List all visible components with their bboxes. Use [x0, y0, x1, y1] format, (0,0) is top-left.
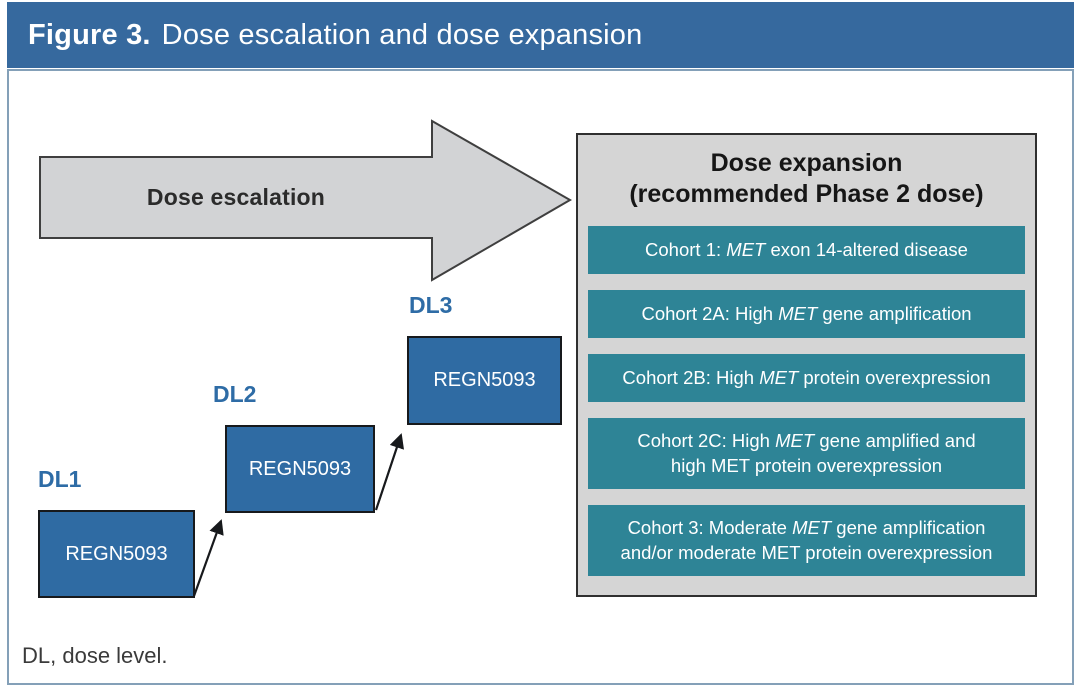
figure-title-bar: Figure 3. Dose escalation and dose expan… — [7, 2, 1074, 68]
dose-expansion-title: Dose expansion (recommended Phase 2 dose… — [588, 148, 1025, 210]
figure-title: Dose escalation and dose expansion — [161, 18, 643, 51]
dose-level-3-label: DL3 — [409, 292, 453, 318]
cohort-3-box: Cohort 3: Moderate MET gene amplificatio… — [588, 505, 1025, 576]
connector-arrow-dl1-to-dl2 — [192, 519, 224, 597]
dose-expansion-title-line1: Dose expansion — [710, 149, 903, 177]
dose-escalation-arrow-shape — [39, 119, 573, 282]
dose-level-1-box: REGN5093 — [38, 510, 195, 598]
dose-expansion-title-line2: (recommended Phase 2 dose) — [629, 180, 984, 208]
dose-escalation-arrow-label: Dose escalation — [146, 184, 326, 210]
cohort-2a-box: Cohort 2A: High MET gene amplification — [588, 290, 1025, 338]
dose-level-2-box: REGN5093 — [225, 425, 375, 513]
dose-expansion-panel: Dose expansion (recommended Phase 2 dose… — [576, 133, 1037, 597]
cohort-2b-box: Cohort 2B: High MET protein overexpressi… — [588, 354, 1025, 402]
dose-level-2-label: DL2 — [213, 381, 257, 407]
cohort-1-box: Cohort 1: MET exon 14-altered disease — [588, 226, 1025, 274]
connector-arrow-dl2-to-dl3 — [374, 433, 405, 511]
dose-level-3-box: REGN5093 — [407, 336, 562, 425]
figure-number-label: Figure 3. — [28, 18, 151, 51]
dose-level-1-label: DL1 — [38, 466, 82, 492]
figure-footnote: DL, dose level. — [22, 643, 168, 668]
